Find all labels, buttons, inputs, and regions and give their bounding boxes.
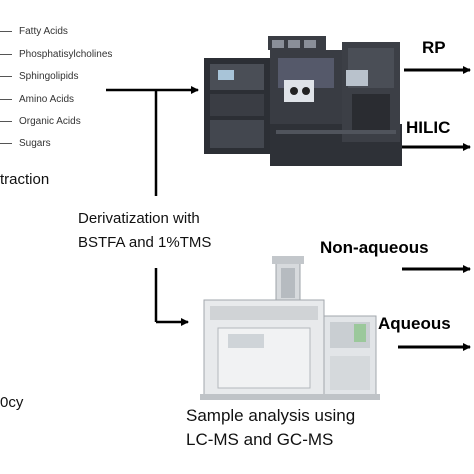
output-label-non-aqueous: Non-aqueous bbox=[320, 238, 429, 257]
derivatization-label-line2: BSTFA and 1%TMS bbox=[78, 234, 212, 251]
caption-line1: Sample analysis using bbox=[186, 406, 356, 425]
list-item-label: Sugars bbox=[19, 137, 51, 149]
partial-bottom-label: 0cy bbox=[0, 394, 24, 411]
dash-icon bbox=[0, 30, 12, 32]
output-label-aqueous: Aqueous bbox=[378, 314, 451, 333]
output-label-hilic: HILIC bbox=[406, 118, 451, 137]
output-label-rp: RP bbox=[422, 38, 446, 57]
list-item: Fatty Acids bbox=[0, 22, 68, 40]
list-item-label: Sphingolipids bbox=[19, 70, 79, 82]
extraction-label: traction bbox=[0, 171, 50, 188]
list-item: Amino Acids bbox=[0, 90, 74, 108]
dash-icon bbox=[0, 53, 12, 55]
derivatization-label-line1: Derivatization with bbox=[78, 210, 200, 227]
list-item-label: Fatty Acids bbox=[19, 25, 68, 37]
dash-icon bbox=[0, 75, 12, 77]
caption-line2: LC-MS and GC-MS bbox=[186, 430, 334, 449]
list-item: Sugars bbox=[0, 134, 51, 152]
list-item-label: Phosphatisylcholines bbox=[19, 48, 113, 60]
list-item: Sphingolipids bbox=[0, 67, 79, 85]
list-item-label: Organic Acids bbox=[19, 115, 81, 127]
dash-icon bbox=[0, 120, 12, 122]
list-item-label: Amino Acids bbox=[19, 93, 75, 105]
dash-icon bbox=[0, 98, 12, 100]
list-item: Phosphatisylcholines bbox=[0, 45, 112, 63]
dash-icon bbox=[0, 142, 12, 144]
list-item: Organic Acids bbox=[0, 112, 81, 130]
